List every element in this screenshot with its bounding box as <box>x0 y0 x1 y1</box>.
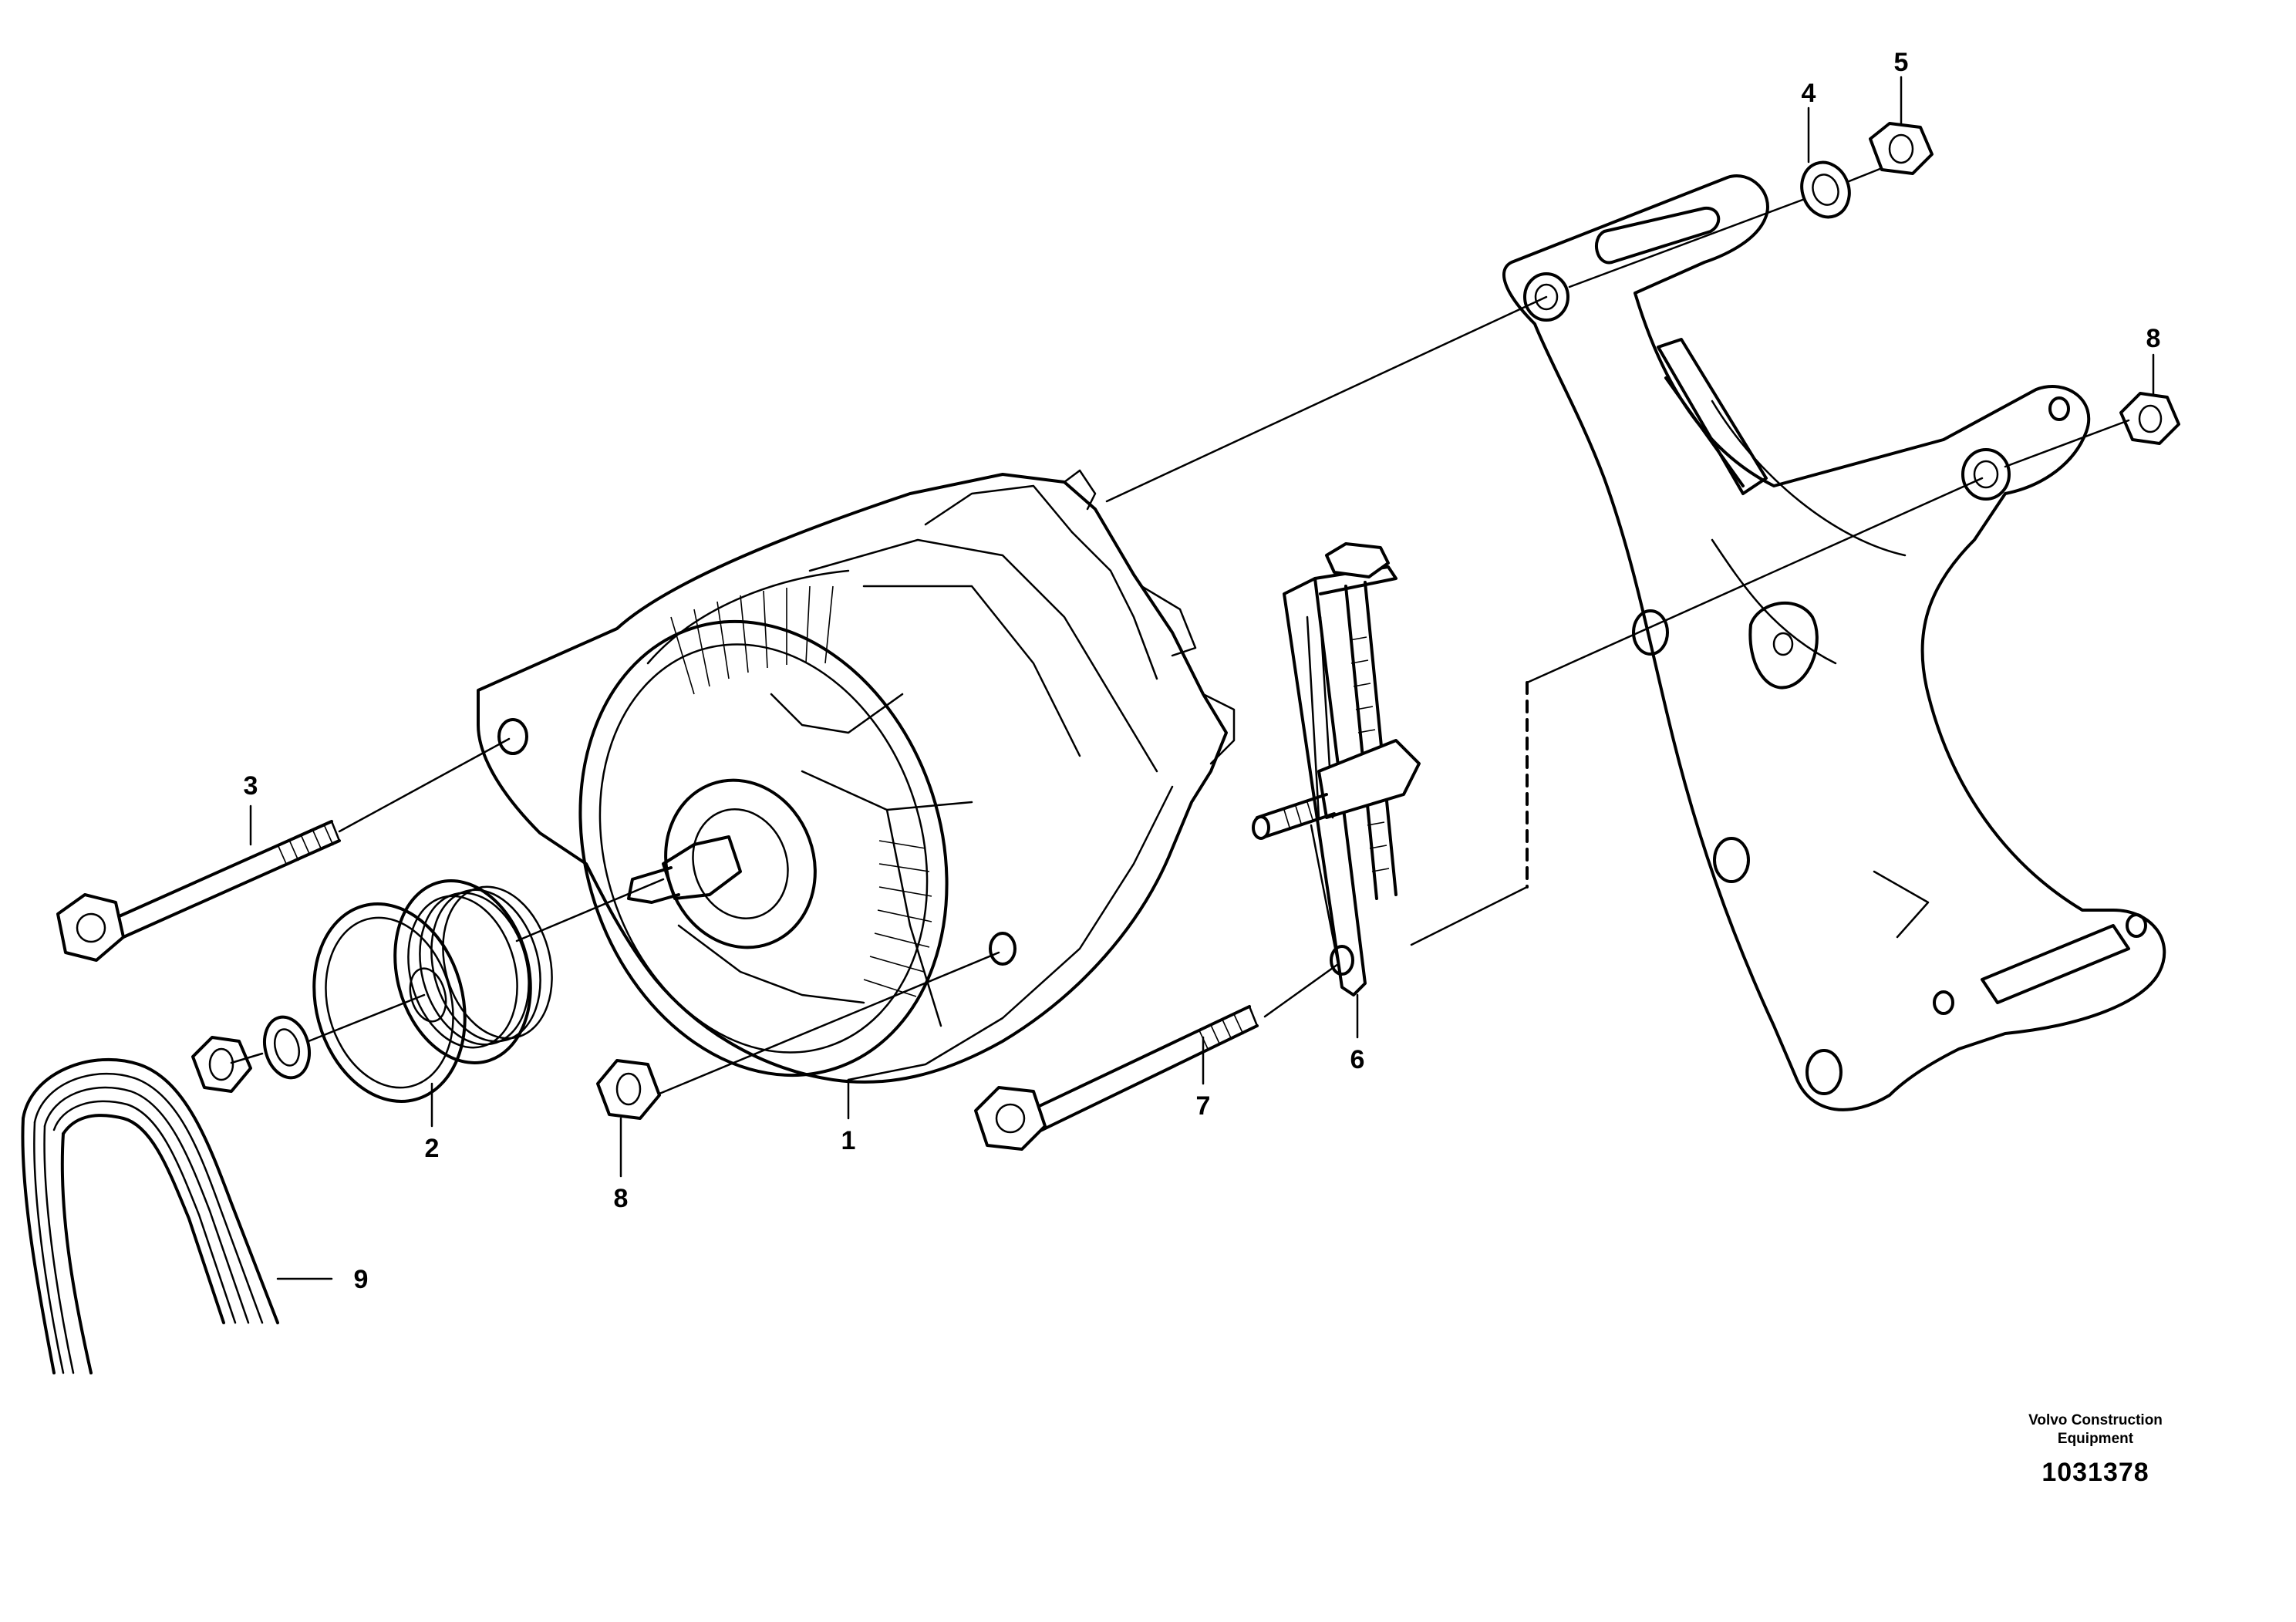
callout-1: 1 <box>841 1126 856 1155</box>
company-name-line2: Equipment <box>2057 1431 2134 1447</box>
callout-3: 3 <box>244 771 258 801</box>
bolt-7 <box>974 1005 1259 1151</box>
assembly-lines <box>230 167 2130 1095</box>
pulley <box>312 879 553 1103</box>
callout-2: 2 <box>425 1134 440 1163</box>
bolt-3 <box>56 820 341 962</box>
nut-5 <box>1869 122 1934 175</box>
tension-bracket <box>1252 542 1421 996</box>
mounting-bracket <box>1502 174 2166 1111</box>
callout-4: 4 <box>1802 79 1816 108</box>
callout-8-upper: 8 <box>2146 324 2161 353</box>
cooling-fins <box>670 585 932 997</box>
figure-number: 1031378 <box>2041 1458 2149 1487</box>
callout-leaders <box>249 76 2155 1280</box>
callout-5: 5 <box>1894 48 1909 77</box>
company-name-line1: Volvo Construction <box>2028 1412 2163 1428</box>
callout-8-lower: 8 <box>614 1184 629 1213</box>
washer-4 <box>1800 160 1851 219</box>
flange-nut-8-lower <box>596 1059 661 1120</box>
drive-belt <box>21 1057 279 1374</box>
callout-7: 7 <box>1196 1091 1211 1121</box>
diagram-footer: Volvo Construction Equipment 1031378 <box>1995 1411 2196 1488</box>
flange-nut-8-upper <box>2119 392 2180 445</box>
callout-6: 6 <box>1350 1045 1365 1074</box>
callout-numbers: 1 2 3 4 5 6 7 8 8 9 <box>244 48 2161 1294</box>
alternator <box>477 469 1236 1084</box>
washer-nut-pulley <box>191 1015 311 1093</box>
callout-9: 9 <box>354 1265 369 1294</box>
